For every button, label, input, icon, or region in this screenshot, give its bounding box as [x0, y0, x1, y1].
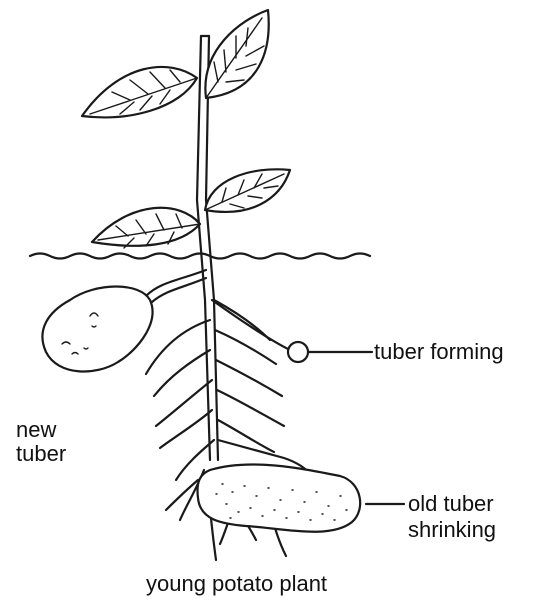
label-tuber-forming: tuber forming — [374, 340, 504, 364]
leaf-middle-right — [205, 169, 290, 212]
label-new-tuber-line2: tuber — [16, 442, 66, 466]
label-old-tuber-line2: shrinking — [408, 518, 496, 542]
diagram-caption: young potato plant — [146, 572, 327, 596]
stolon-forming — [212, 300, 290, 350]
forming-tuber — [288, 342, 308, 362]
old-tuber — [198, 464, 361, 531]
label-old-tuber-line1: old tuber — [408, 492, 494, 516]
leaf-upper-right — [205, 10, 268, 98]
leaf-middle-left — [92, 208, 200, 248]
soil-line — [30, 254, 370, 259]
leaf-upper-left — [82, 67, 197, 117]
label-new-tuber-line1: new — [16, 418, 56, 442]
stolon-new-tuber — [146, 270, 206, 296]
new-tuber — [42, 287, 152, 372]
